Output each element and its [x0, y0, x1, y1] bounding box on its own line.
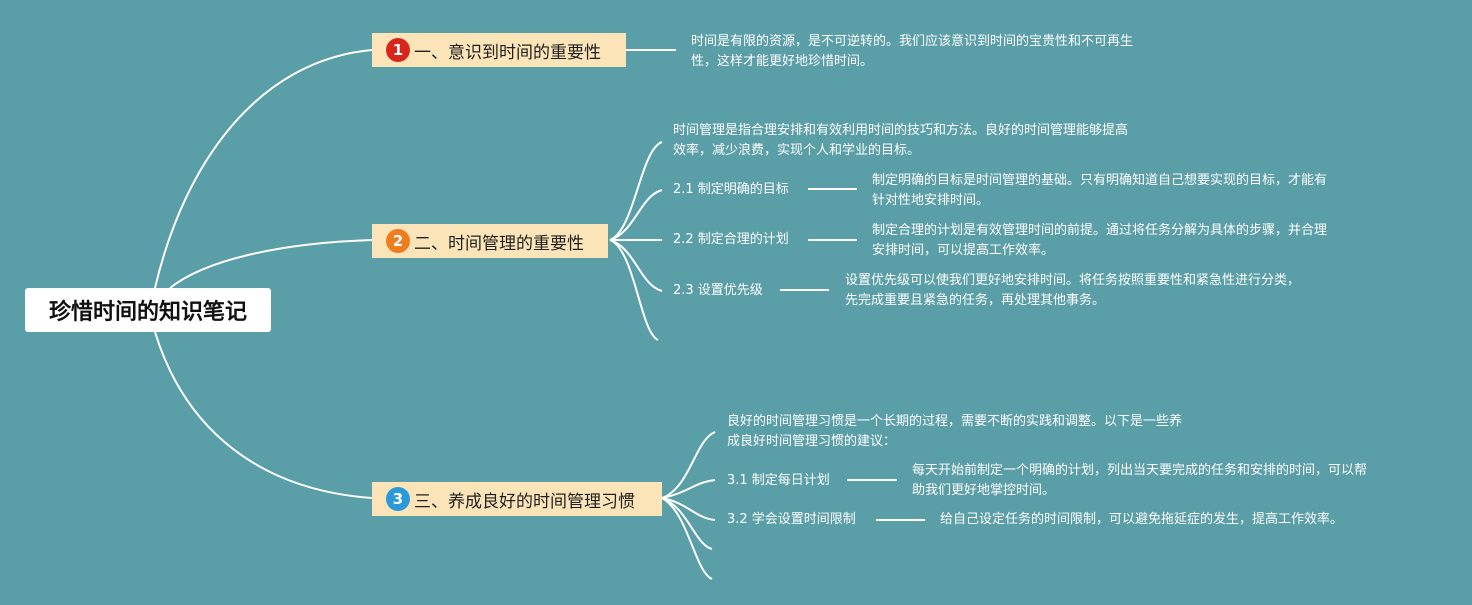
topic-2-item-3[interactable]: 2.3 设置优先级 — [673, 283, 763, 298]
connector-root-topic3 — [154, 331, 373, 499]
badge-2-icon: 2 — [386, 229, 410, 253]
badge-3-icon: 3 — [386, 487, 410, 511]
connector-topic3-intro — [661, 431, 716, 499]
topic-3-item-1-note[interactable]: 每天开始前制定一个明确的计划，列出当天要完成的任务和安排的时间，可以帮 助我们更… — [912, 461, 1367, 501]
topic-3-item-2[interactable]: 3.2 学会设置时间限制 — [727, 512, 856, 527]
note-line: 先完成重要且紧急的任务，再处理其他事务。 — [845, 293, 1106, 308]
note-line: 设置优先级可以使我们更好地安排时间。将任务按照重要性和紧急性进行分类， — [845, 273, 1301, 288]
note-line: 给自己设定任务的时间限制，可以避免拖延症的发生，提高工作效率。 — [940, 512, 1344, 527]
connector-topic3-empty2 — [661, 497, 713, 580]
note-line: 成良好时间管理习惯的建议： — [727, 434, 897, 449]
note-line: 助我们更好地掌控时间。 — [912, 483, 1056, 498]
topic-2[interactable]: 2 二、时间管理的重要性 — [372, 224, 608, 258]
note-line: 效率，减少浪费，实现个人和学业的目标。 — [673, 143, 921, 158]
note-line: 时间管理是指合理安排和有效利用时间的技巧和方法。良好的时间管理能够提高 — [673, 123, 1129, 138]
connector-topic3-item1 — [661, 479, 716, 499]
topic-3-item-1[interactable]: 3.1 制定每日计划 — [727, 473, 830, 488]
topic-2-item-2[interactable]: 2.2 制定合理的计划 — [673, 232, 789, 247]
topic-3-intro[interactable]: 良好的时间管理习惯是一个长期的过程，需要不断的实践和调整。以下是一些养 成良好时… — [727, 412, 1182, 452]
topic-2-item-1[interactable]: 2.1 制定明确的目标 — [673, 182, 789, 197]
topic-3[interactable]: 3 三、养成良好的时间管理习惯 — [372, 482, 662, 516]
note-line: 性，这样才能更好地珍惜时间。 — [691, 54, 874, 69]
badge-1-icon: 1 — [386, 38, 410, 62]
connector-topic2-empty — [609, 239, 659, 341]
connector-root-topic2 — [169, 239, 373, 289]
topic-1[interactable]: 1 一、意识到时间的重要性 — [372, 33, 626, 67]
topic-2-label: 二、时间管理的重要性 — [414, 233, 584, 254]
topic-3-item-2-note[interactable]: 给自己设定任务的时间限制，可以避免拖延症的发生，提高工作效率。 — [940, 510, 1343, 530]
connector-topic2-intro — [609, 141, 663, 241]
root-node[interactable]: 珍惜时间的知识笔记 — [25, 288, 271, 332]
topic-3-label: 三、养成良好的时间管理习惯 — [414, 491, 635, 512]
connector-root-topic1 — [154, 49, 373, 289]
connector-topic2-item1 — [609, 189, 663, 241]
topic-1-note[interactable]: 时间是有限的资源，是不可逆转的。我们应该意识到时间的宝贵性和不可再生 性，这样才… — [691, 32, 1133, 72]
note-line: 良好的时间管理习惯是一个长期的过程，需要不断的实践和调整。以下是一些养 — [727, 414, 1183, 429]
note-line: 针对性地安排时间。 — [872, 193, 990, 208]
connector-topic3-empty1 — [661, 497, 713, 550]
topic-1-label: 一、意识到时间的重要性 — [414, 42, 601, 63]
note-line: 时间是有限的资源，是不可逆转的。我们应该意识到时间的宝贵性和不可再生 — [691, 34, 1134, 49]
root-title: 珍惜时间的知识笔记 — [48, 300, 247, 325]
topic-2-intro[interactable]: 时间管理是指合理安排和有效利用时间的技巧和方法。良好的时间管理能够提高 效率，减… — [673, 121, 1128, 161]
topic-2-item-3-note[interactable]: 设置优先级可以使我们更好地安排时间。将任务按照重要性和紧急性进行分类， 先完成重… — [845, 271, 1300, 311]
connector-topic2-item3 — [609, 239, 663, 292]
note-line: 制定明确的目标是时间管理的基础。只有明确知道自己想要实现的目标，才能有 — [872, 173, 1328, 188]
topic-2-item-2-note[interactable]: 制定合理的计划是有效管理时间的前提。通过将任务分解为具体的步骤，并合理 安排时间… — [872, 221, 1327, 261]
connector-topic3-item2 — [661, 497, 716, 521]
note-line: 每天开始前制定一个明确的计划，列出当天要完成的任务和安排的时间，可以帮 — [912, 463, 1368, 478]
topic-2-item-1-note[interactable]: 制定明确的目标是时间管理的基础。只有明确知道自己想要实现的目标，才能有 针对性地… — [872, 171, 1327, 211]
note-line: 制定合理的计划是有效管理时间的前提。通过将任务分解为具体的步骤，并合理 — [872, 223, 1328, 238]
note-line: 安排时间，可以提高工作效率。 — [872, 243, 1055, 258]
